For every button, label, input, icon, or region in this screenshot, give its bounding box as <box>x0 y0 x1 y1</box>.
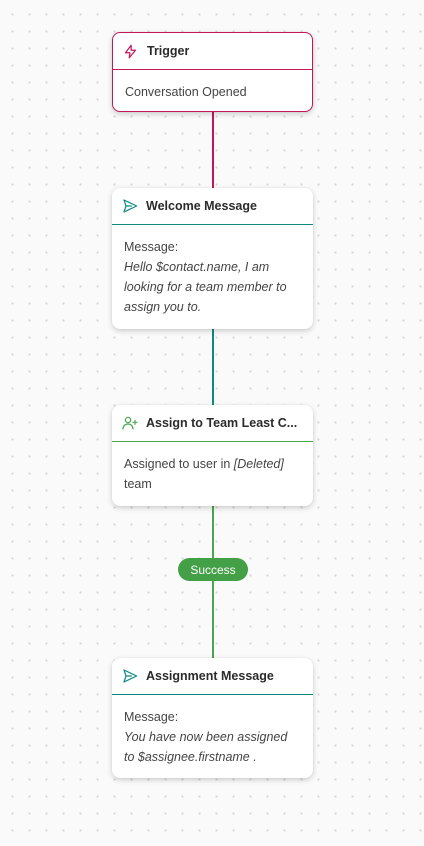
assignment-message-label: Message: <box>124 710 179 724</box>
assignment-message-header: Assignment Message <box>112 658 313 695</box>
welcome-message-text: Hello $contact.name, I am looking for a … <box>124 260 287 314</box>
assignment-message-title: Assignment Message <box>146 669 274 683</box>
trigger-node[interactable]: Trigger Conversation Opened <box>112 32 313 112</box>
assign-team-node[interactable]: Assign to Team Least C... Assigned to us… <box>112 405 313 506</box>
assignment-message-body: Message: You have now been assigned to $… <box>112 695 313 779</box>
assign-team-title: Assign to Team Least C... <box>146 416 298 430</box>
assignment-message-text: You have now been assigned to $assignee.… <box>124 730 288 764</box>
assign-team-body: Assigned to user in [Deleted] team <box>112 442 313 506</box>
send-icon <box>121 198 138 215</box>
trigger-body: Conversation Opened <box>113 70 312 114</box>
lightning-icon <box>122 43 139 60</box>
assign-team-header: Assign to Team Least C... <box>112 405 313 442</box>
welcome-message-header: Welcome Message <box>112 188 313 225</box>
assign-to-assignment-connector <box>212 506 214 658</box>
assignment-message-node[interactable]: Assignment Message Message: You have now… <box>112 658 313 778</box>
send-icon <box>121 668 138 685</box>
welcome-message-label: Message: <box>124 240 179 254</box>
assign-team-text-prefix: Assigned to user in <box>124 457 231 471</box>
welcome-message-body: Message: Hello $contact.name, I am looki… <box>112 225 313 329</box>
trigger-to-welcome-connector <box>212 112 214 188</box>
welcome-message-node[interactable]: Welcome Message Message: Hello $contact.… <box>112 188 313 329</box>
welcome-message-title: Welcome Message <box>146 199 257 213</box>
user-plus-icon <box>121 415 138 432</box>
trigger-title: Trigger <box>147 44 190 58</box>
success-edge-badge[interactable]: Success <box>178 558 248 581</box>
assign-team-text-suffix: team <box>124 477 152 491</box>
trigger-event: Conversation Opened <box>125 85 247 99</box>
welcome-to-assign-connector <box>212 329 214 405</box>
trigger-node-header: Trigger <box>113 33 312 70</box>
assign-team-team-name: [Deleted] <box>233 457 284 471</box>
